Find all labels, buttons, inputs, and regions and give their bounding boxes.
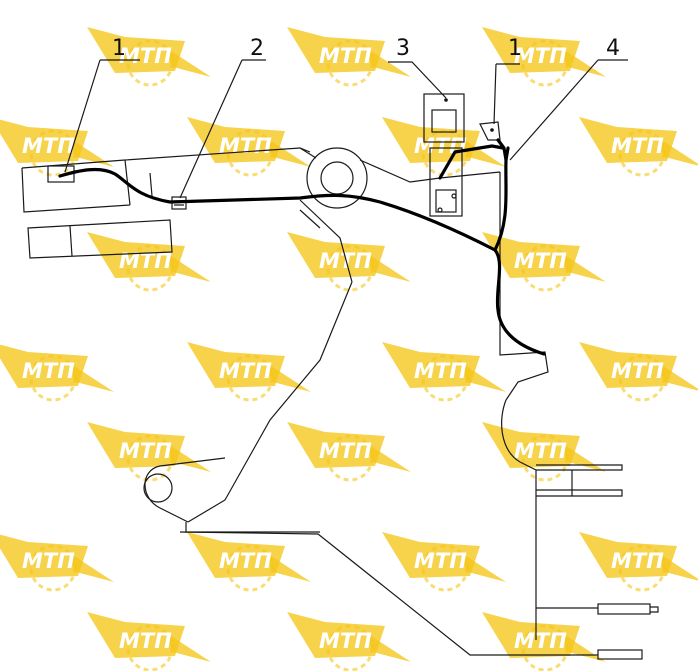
watermark-layer: МТП МТП МТП МТП МТП МТП МТП МТП МТП МТП МТП МТП МТП М… <box>0 27 698 671</box>
watermark-text: МТП <box>119 44 172 68</box>
sensor-1 <box>47 165 75 183</box>
watermark-text: МТП <box>514 629 567 653</box>
watermark-text: МТП <box>22 549 75 573</box>
watermark-text: МТП <box>611 134 664 158</box>
watermark-text: МТП <box>611 549 664 573</box>
watermark-text: МТП <box>319 629 372 653</box>
mtp-logo-watermark: МТП <box>87 422 211 482</box>
mtp-logo-watermark: МТП <box>287 422 411 482</box>
callout-2: 2 <box>250 36 264 61</box>
mtp-logo-watermark: МТП <box>579 117 698 177</box>
mtp-logo-watermark: МТП <box>382 532 506 592</box>
boom-outline <box>21 147 659 660</box>
callout-labels: 1 2 3 1 4 <box>112 36 620 61</box>
callout-3: 3 <box>396 36 410 61</box>
watermark-text: МТП <box>414 134 467 158</box>
mtp-logo-watermark: МТП <box>187 342 311 402</box>
connector-plug-1 <box>479 121 501 141</box>
watermark-text: МТП <box>219 134 272 158</box>
connector-box-3 <box>423 93 465 143</box>
watermark-text: МТП <box>22 134 75 158</box>
watermark-text: МТП <box>319 249 372 273</box>
mtp-logo-watermark: МТП <box>482 232 606 292</box>
mtp-logo-watermark: МТП <box>287 27 411 87</box>
watermark-text: МТП <box>119 629 172 653</box>
leader-lines <box>64 59 628 199</box>
callout-1: 1 <box>112 36 126 61</box>
mtp-logo-watermark: МТП <box>0 119 114 177</box>
callout-4: 4 <box>606 36 620 61</box>
watermark-text: МТП <box>319 44 372 68</box>
mtp-logo-watermark: МТП <box>579 342 698 402</box>
mtp-logo-watermark: МТП <box>287 612 411 671</box>
watermark-text: МТП <box>319 439 372 463</box>
watermark-text: МТП <box>414 359 467 383</box>
mtp-logo-watermark: МТП <box>482 612 606 671</box>
watermark-text: МТП <box>514 44 567 68</box>
watermark-text: МТП <box>414 549 467 573</box>
mtp-logo-watermark: МТП <box>482 27 606 87</box>
watermark-text: МТП <box>514 439 567 463</box>
watermark-text: МТП <box>611 359 664 383</box>
mtp-logo-watermark: МТП <box>482 422 606 482</box>
watermark-text: МТП <box>22 359 75 383</box>
mtp-logo-watermark: МТП <box>579 532 698 592</box>
mtp-logo-watermark: МТП <box>0 344 114 402</box>
watermark-text: МТП <box>219 359 272 383</box>
mtp-logo-watermark: МТП <box>87 612 211 671</box>
cable-harness <box>58 138 546 356</box>
mtp-logo-watermark: МТП <box>87 232 211 292</box>
watermark-text: МТП <box>514 249 567 273</box>
mtp-logo-watermark: МТП <box>0 534 114 592</box>
mtp-logo-watermark: МТП <box>187 117 311 177</box>
mtp-logo-watermark: МТП <box>382 342 506 402</box>
watermark-text: МТП <box>119 439 172 463</box>
callout-1-second: 1 <box>508 36 522 61</box>
mtp-logo-watermark: МТП <box>87 27 211 87</box>
watermark-text: МТП <box>219 549 272 573</box>
mtp-logo-watermark: МТП <box>187 532 311 592</box>
mtp-logo-watermark: МТП <box>287 232 411 292</box>
